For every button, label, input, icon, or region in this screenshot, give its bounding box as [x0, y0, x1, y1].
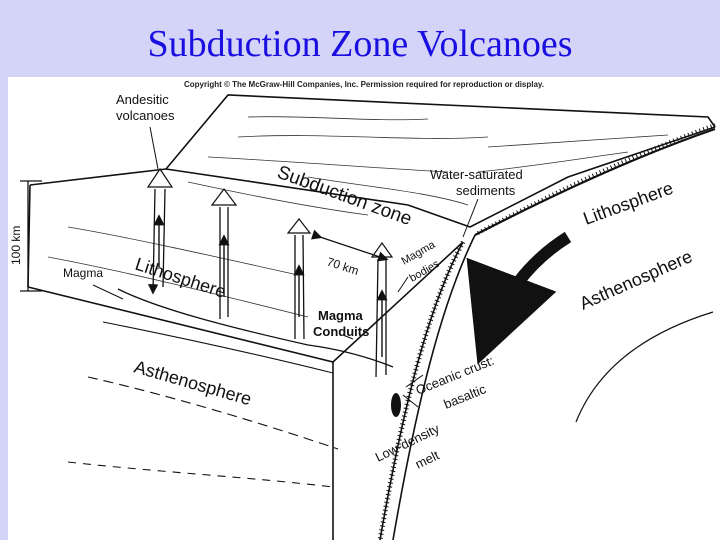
low-density-melt: [391, 393, 401, 417]
leader-lines: [92, 126, 479, 408]
subducting-slab: [377, 123, 716, 540]
plate-motion-arrow: [466, 231, 572, 365]
slide-title: Subduction Zone Volcanoes: [147, 23, 573, 65]
label-magma: Magma: [63, 266, 103, 280]
label-magma-conduits-1: Magma: [318, 308, 364, 323]
crust-block: [27, 94, 716, 540]
label-magma-conduits-2: Conduits: [313, 324, 369, 339]
label-subduction-zone: Subduction zone: [274, 162, 414, 230]
label-andesitic: Andesitic: [116, 92, 169, 107]
label-melt: melt: [413, 447, 442, 471]
lith-asth-boundary-right: [575, 311, 714, 423]
copyright-notice: Copyright © The McGraw-Hill Companies, I…: [183, 80, 545, 89]
surface-texture: [47, 116, 669, 318]
magma-rise-arrows: [153, 214, 388, 357]
label-asthenosphere-right: Asthenosphere: [576, 246, 695, 314]
label-70km: 70 km: [325, 255, 360, 278]
depth-bar: [20, 180, 42, 292]
label-depth: 100 km: [9, 226, 23, 265]
distance-arrow: [310, 229, 389, 262]
label-water-saturated: Water-saturated: [430, 167, 523, 182]
diagram-svg: Andesitic volcanoes Subduction zone Wate…: [9, 92, 716, 540]
asthenosphere-boundaries: [67, 321, 339, 488]
label-lithosphere-right: Lithosphere: [581, 178, 676, 229]
diagram-labels: Andesitic volcanoes Subduction zone Wate…: [9, 92, 695, 472]
label-volcanoes: volcanoes: [116, 108, 175, 123]
magma-conduits: [117, 188, 394, 378]
label-asthenosphere-left: Asthenosphere: [132, 357, 254, 410]
subduction-diagram: Copyright © The McGraw-Hill Companies, I…: [8, 77, 720, 540]
label-sediments: sediments: [456, 183, 516, 198]
